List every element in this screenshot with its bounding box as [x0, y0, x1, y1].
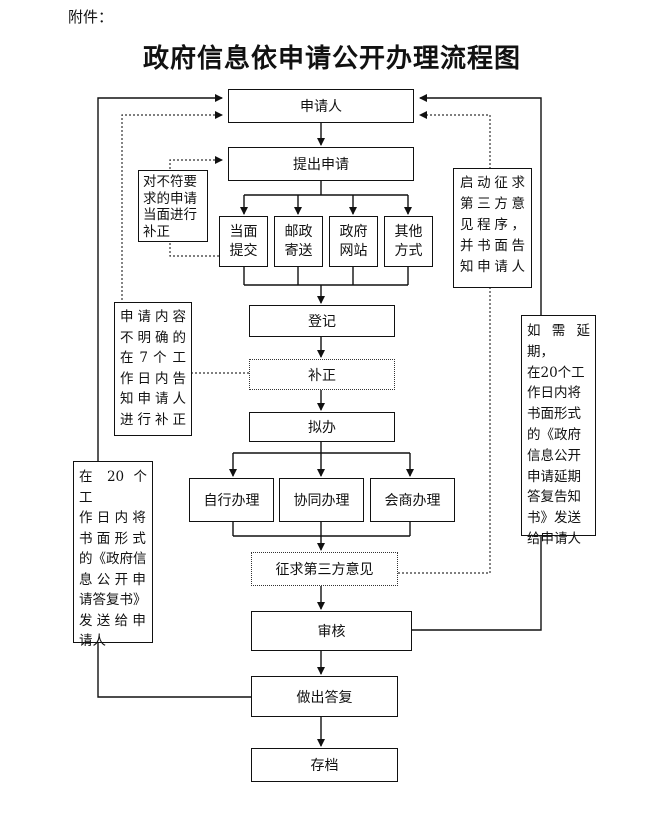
channel-other-box: 其他方式 [384, 216, 433, 267]
note-line: 书》发送 [527, 510, 581, 527]
page-title: 政府信息依申请公开办理流程图 [142, 44, 521, 74]
handling-label: 自行办理 [203, 493, 260, 509]
channel-line-1: 其他 [394, 223, 423, 240]
note-line: 进行补正 [120, 411, 186, 428]
reply-label: 做出答复 [296, 689, 353, 706]
third-party-procedure-note: 启动征求 第三方意 见程序， 并书面告 知申请人 [453, 168, 532, 288]
submit-application-box: 提出申请 [228, 147, 414, 181]
note-line: 不明确的 [120, 329, 186, 346]
note-line: 书 面 形 式 [79, 530, 146, 547]
note-line: 作日内告 [120, 370, 186, 387]
note-line: 在20个工 [527, 364, 585, 381]
attachment-label: 附件： [68, 8, 114, 26]
note-line: 启动征求 [460, 175, 525, 191]
note-line: 见程序， [460, 217, 525, 233]
channel-line-2: 提交 [229, 242, 258, 259]
non-compliant-note: 对不符要 求的申请 当面进行 补正 [138, 170, 208, 242]
note-line: 请答复书》 [79, 592, 147, 608]
reply-box: 做出答复 [251, 676, 398, 717]
note-line: 对不符要 [143, 174, 197, 190]
channel-line-1: 政府 [339, 223, 368, 240]
handling-label: 会商办理 [384, 493, 441, 509]
note-line: 作 日 内 将 [79, 510, 146, 526]
note-line: 的《政府 [527, 426, 581, 443]
note-line: 求的申请 [143, 190, 197, 207]
self-handling-box: 自行办理 [189, 478, 274, 522]
applicant-box: 申请人 [228, 89, 414, 123]
third-party-opinion-label: 征求第三方意见 [275, 562, 374, 578]
archive-box: 存档 [251, 748, 398, 782]
note-line: 当面进行 [143, 207, 197, 223]
note-line: 书面形式 [527, 406, 581, 423]
register-label: 登记 [308, 314, 336, 330]
register-box: 登记 [249, 305, 395, 337]
applicant-label: 申请人 [300, 99, 342, 115]
twenty-days-reply-note: 在 20 个 工 作 日 内 将 书 面 形 式 的《政府信 息 公 开 申 请… [73, 461, 153, 649]
note-line: 申请内容 [120, 309, 186, 325]
channel-postal-box: 邮政寄送 [274, 216, 323, 267]
submit-application-label: 提出申请 [293, 157, 349, 173]
third-party-opinion-box: 征求第三方意见 [251, 552, 398, 586]
channel-website-box: 政府网站 [329, 216, 378, 267]
correction-box: 补正 [249, 359, 395, 390]
channel-line-2: 寄送 [284, 242, 313, 259]
note-line: 请人 [79, 633, 106, 649]
note-line: 第三方意 [460, 196, 525, 212]
note-line: 并书面告 [460, 238, 525, 254]
consultative-handling-box: 会商办理 [370, 478, 455, 522]
note-line: 信息公开 [527, 447, 581, 464]
note-line: 知申请人 [460, 259, 525, 275]
channel-line-2: 网站 [339, 242, 368, 259]
channel-line-1: 邮政 [284, 223, 313, 240]
review-label: 审核 [317, 624, 346, 640]
note-line: 答复告知 [527, 489, 581, 506]
coordinated-handling-box: 协同办理 [279, 478, 364, 522]
channel-line-1: 当面 [229, 223, 258, 240]
archive-label: 存档 [310, 758, 339, 774]
note-line: 如需延期， [527, 323, 590, 360]
note-line: 在 7 个 工 [120, 350, 186, 366]
note-line: 息 公 开 申 [79, 571, 146, 588]
note-line: 知申请人 [120, 391, 186, 407]
draft-box: 拟办 [249, 412, 395, 442]
note-line: 在 20 个 工 [79, 469, 147, 506]
channel-in-person-box: 当面提交 [219, 216, 268, 267]
handling-label: 协同办理 [293, 493, 350, 509]
correction-label: 补正 [308, 367, 336, 384]
review-box: 审核 [251, 611, 412, 651]
draft-label: 拟办 [308, 420, 336, 436]
note-line: 作日内将 [527, 385, 581, 402]
note-line: 给申请人 [527, 530, 581, 547]
unclear-content-note: 申请内容 不明确的 在 7 个 工 作日内告 知申请人 进行补正 [114, 302, 192, 436]
channel-line-2: 方式 [394, 242, 423, 259]
extension-note: 如需延期， 在20个工 作日内将 书面形式 的《政府 信息公开 申请延期 答复告… [521, 315, 596, 547]
note-line: 申请延期 [527, 468, 581, 485]
note-line: 发 送 给 申 [79, 612, 146, 629]
note-line: 补正 [143, 223, 170, 240]
note-line: 的《政府信 [79, 551, 147, 567]
